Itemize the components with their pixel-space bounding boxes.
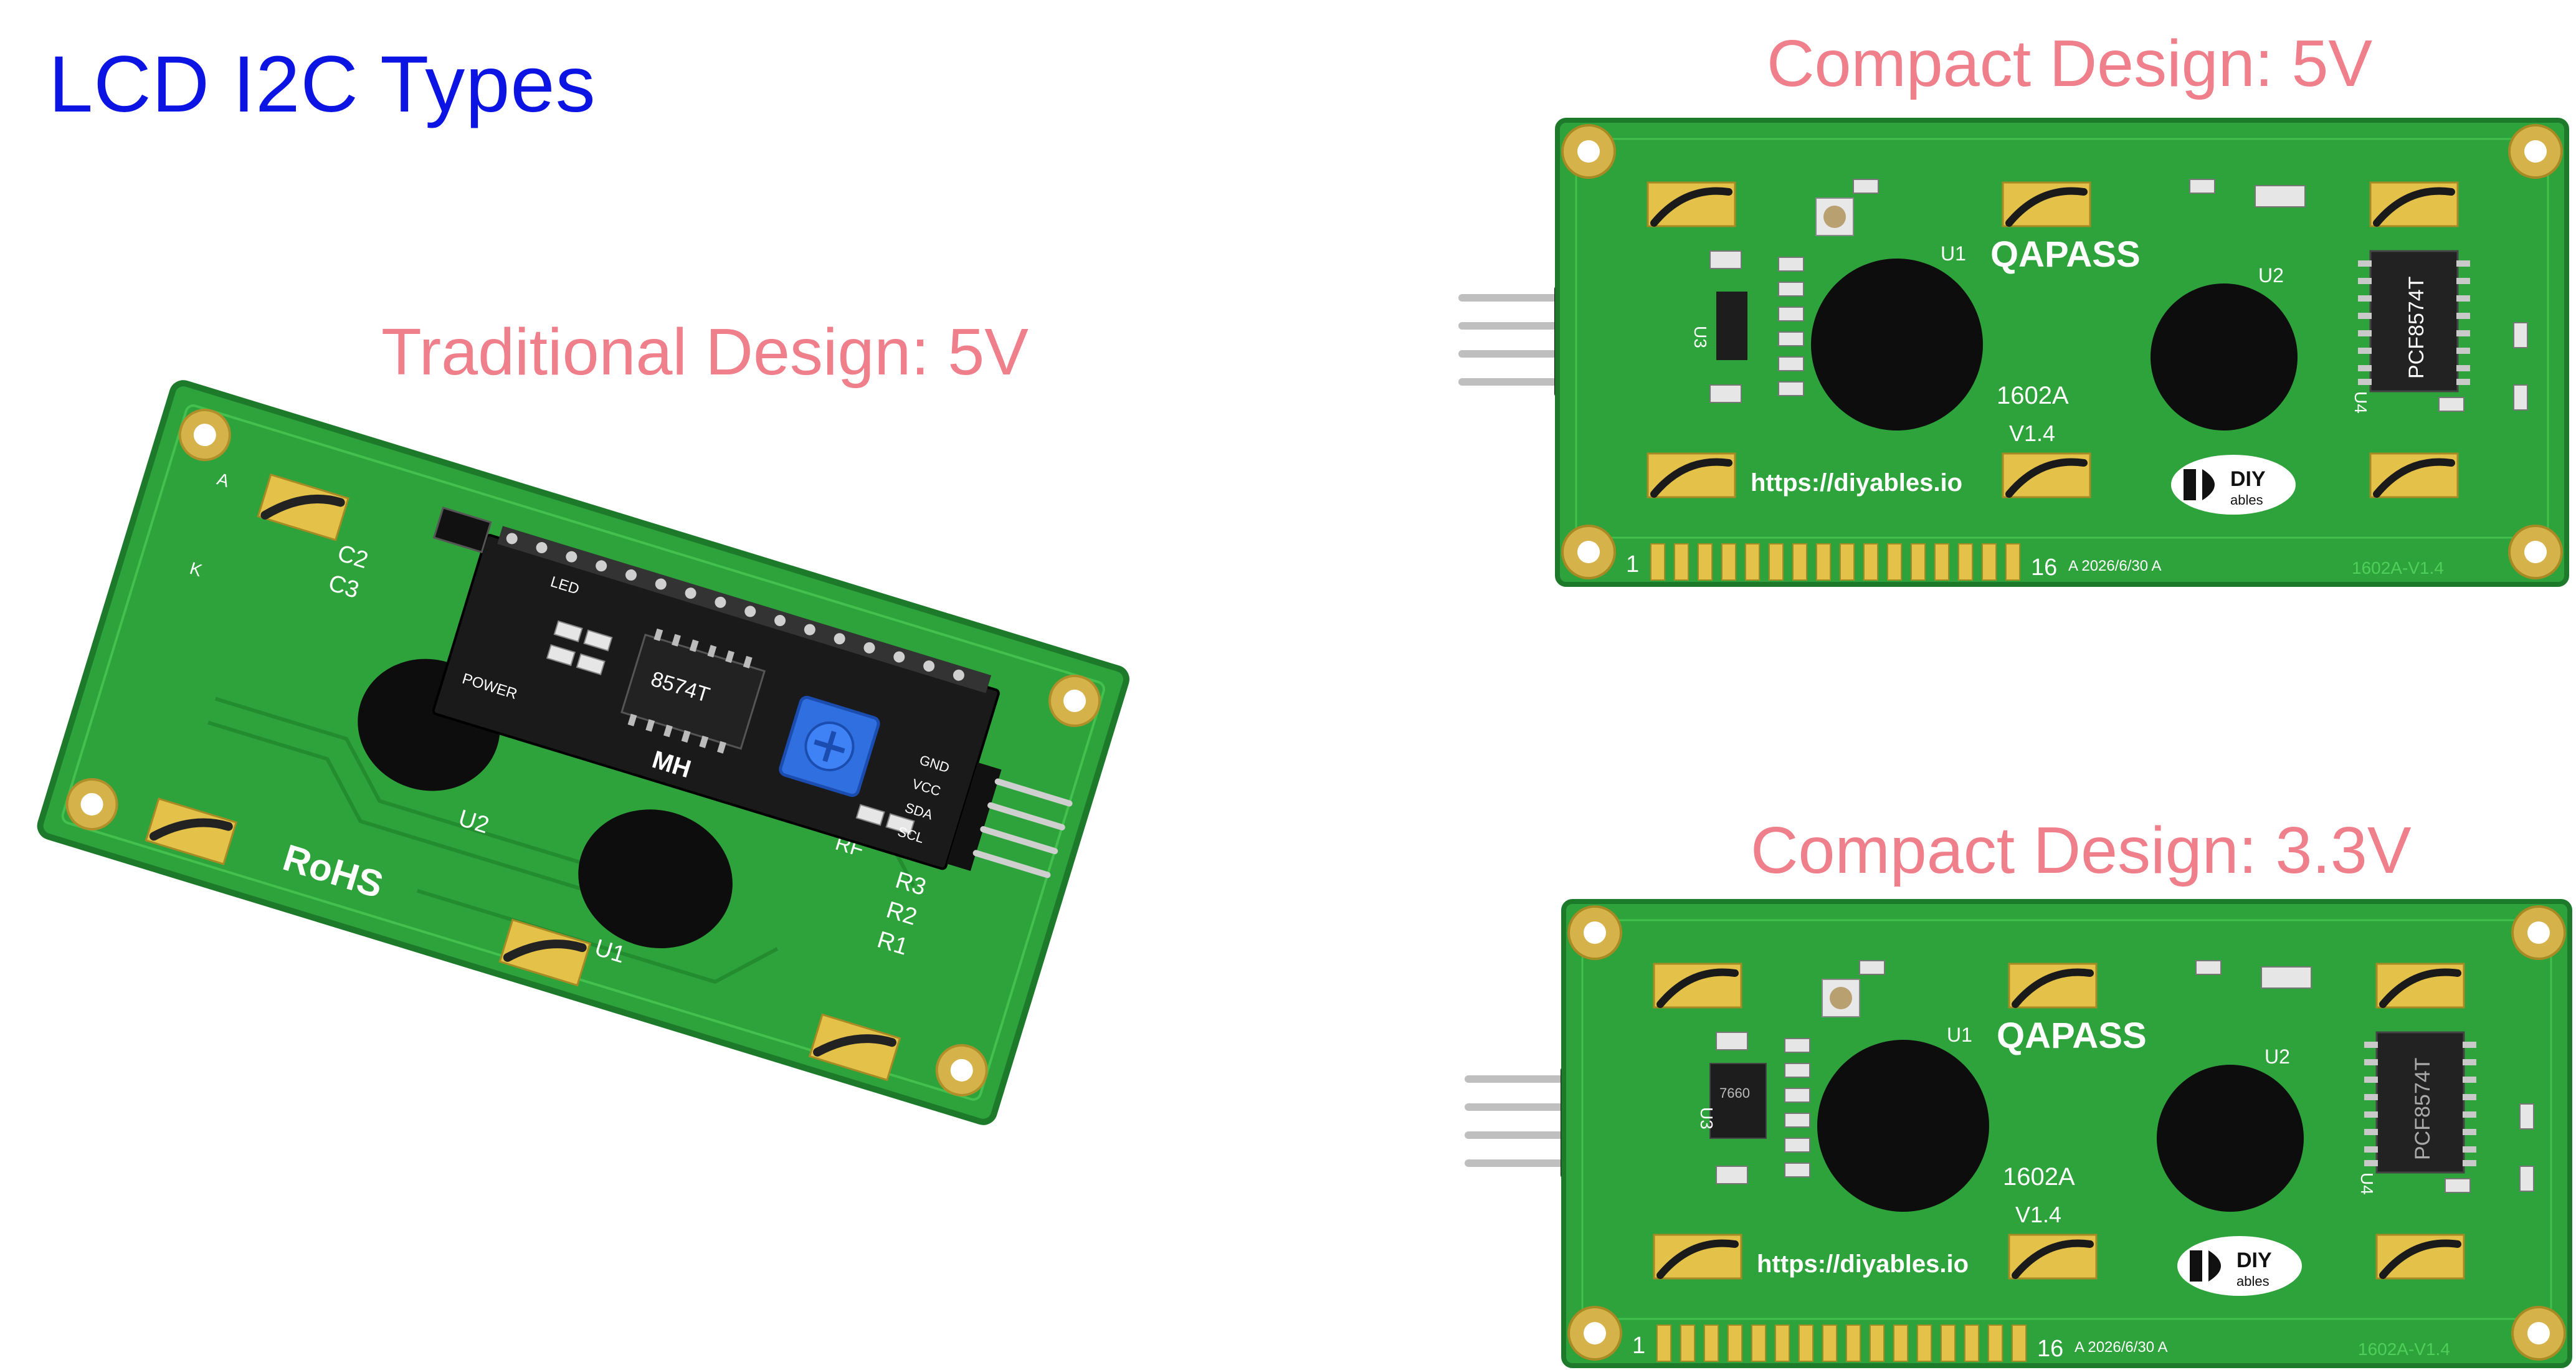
silk-model: 1602A: [1997, 382, 2069, 409]
backlight-jumper: [432, 507, 492, 554]
silk-u4: U4: [2357, 1173, 2377, 1195]
logo-text-bottom: ables: [2236, 1273, 2269, 1289]
compact-5v-pcb: [1555, 118, 2569, 587]
compact-3v3-label: Compact Design: 3.3V: [1751, 814, 2412, 887]
silk-pin16: 16: [2037, 1336, 2063, 1362]
i2c-backpack: 8574T MH LED POWER GND VCC SDA SCL: [432, 507, 1073, 878]
pcf8574-chip: [620, 633, 766, 750]
silk-pin1: 1: [1632, 1333, 1645, 1359]
silk-board-id: 1602A-V1.4: [2352, 558, 2444, 578]
silk-url: https://diyables.io: [1757, 1250, 1969, 1278]
blob-u2: [2157, 1065, 2304, 1212]
logo-text-top: DIY: [2230, 467, 2266, 491]
traditional-lcd-board-image: RoHS U2 U1 C2 C3 R3 R2 R1 RF A K: [25, 374, 1146, 1159]
blob-u1: [578, 809, 733, 949]
silk-u2: U2: [2258, 264, 2284, 287]
silk-model: 1602A: [2003, 1163, 2075, 1191]
silk-brand: QAPASS: [1990, 234, 2141, 275]
pcf8574t-chip: [2369, 250, 2459, 392]
compact-5v-label: Compact Design: 5V: [1767, 27, 2373, 100]
page-title: LCD I2C Types: [49, 40, 596, 129]
silk-board-id: 1602A-V1.4: [2358, 1339, 2450, 1359]
silk-chip: PCF8574T: [2405, 277, 2428, 379]
silk-date: A 2026/6/30 A: [2075, 1339, 2167, 1356]
regulator-chip: [1709, 1063, 1767, 1139]
pcf8574t-chip: [2375, 1031, 2465, 1174]
silk-u3: U3: [1691, 326, 1710, 348]
blob-u2: [2151, 283, 2298, 431]
silk-brand: QAPASS: [1997, 1016, 2147, 1056]
compact-3v3-board-image: PCF8574T 7660 DIY ables QAPASS 1602A V1.…: [1461, 898, 2573, 1369]
silk-reg-chip: 7660: [1719, 1085, 1750, 1101]
logo-text-bottom: ables: [2230, 492, 2263, 508]
silk-u4: U4: [2351, 391, 2370, 414]
silk-u1: U1: [1947, 1024, 1972, 1046]
compact-5v-board-image: PCF8574T DIY ables QAPASS 1602A V1.4: [1455, 117, 2570, 591]
blob-u1: [1817, 1040, 1989, 1212]
silk-date: A 2026/6/30 A: [2068, 558, 2161, 574]
blob-u1: [1811, 259, 1983, 431]
silk-url: https://diyables.io: [1751, 469, 1962, 497]
silk-chip: PCF8574T: [2411, 1058, 2435, 1160]
silk-pin16: 16: [2031, 554, 2057, 581]
silk-version: V1.4: [2009, 421, 2055, 446]
silk-u2: U2: [2265, 1045, 2290, 1068]
logo-text-top: DIY: [2236, 1249, 2272, 1272]
silk-version: V1.4: [2015, 1202, 2061, 1227]
compact-3v3-pcb: [1561, 899, 2572, 1368]
silk-u3: U3: [1697, 1107, 1716, 1130]
traditional-design-label: Traditional Design: 5V: [381, 315, 1029, 389]
silk-pin1: 1: [1626, 551, 1639, 578]
silk-u1: U1: [1941, 242, 1966, 265]
